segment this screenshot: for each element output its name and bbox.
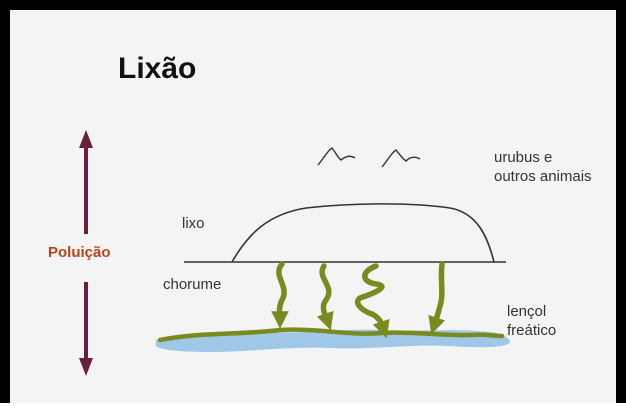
lencol-label-line2: freático <box>507 321 556 340</box>
urubus-label-line2: outros animais <box>494 167 592 186</box>
leachate-arrow <box>434 264 442 326</box>
lencol-label-line1: lençol <box>507 302 556 321</box>
poluicao-label: Poluição <box>48 244 111 261</box>
chorume-label: chorume <box>163 276 221 293</box>
diagram-frame: Lixão urubus e outros animais lixo choru… <box>0 0 626 403</box>
urubus-label-line1: urubus e <box>494 148 592 167</box>
garbage-mound <box>232 204 494 262</box>
leachate-arrow <box>322 266 329 322</box>
pollution-up-arrow <box>79 130 93 234</box>
diagram-title: Lixão <box>118 52 196 86</box>
leachate-arrow <box>279 264 284 320</box>
leachate-arrow <box>358 266 384 330</box>
bird-icon <box>382 150 420 167</box>
pollution-down-arrow <box>79 282 93 376</box>
bird-icon <box>318 148 355 165</box>
lixo-label: lixo <box>182 215 205 232</box>
lencol-freatico-label: lençol freático <box>507 302 556 340</box>
diagram-canvas <box>10 10 626 413</box>
urubus-label: urubus e outros animais <box>494 148 592 186</box>
